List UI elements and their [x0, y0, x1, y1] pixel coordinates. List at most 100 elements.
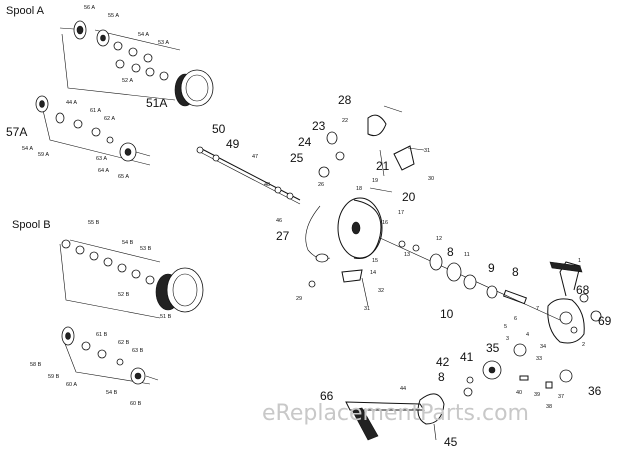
- label-13: 13: [404, 252, 410, 258]
- part-63a: [106, 136, 114, 144]
- label-55a: 55 A: [108, 13, 119, 19]
- part-8-mid: [486, 285, 498, 299]
- label-14: 14: [370, 270, 376, 276]
- label-17: 17: [398, 210, 404, 216]
- washer-b-6: [145, 275, 155, 285]
- label-63a: 63 A: [96, 156, 107, 162]
- spool-a-axis-line: [94, 29, 181, 51]
- label-24: 24: [298, 135, 312, 149]
- rotor-assembly-group: 50 49 47 48 46 28 22 23 24 25 26 21 19: [196, 93, 442, 312]
- part-7: [502, 289, 528, 305]
- part-35: [513, 343, 527, 357]
- label-59a: 59 A: [38, 152, 49, 158]
- label-30: 30: [428, 176, 434, 182]
- spool-51b: [155, 267, 204, 313]
- washer-b-3: [103, 257, 113, 267]
- label-62b: 62 B: [118, 340, 130, 346]
- label-7: 7: [536, 306, 539, 312]
- washer-a-1: [113, 41, 123, 51]
- label-55b: 55 B: [88, 220, 100, 226]
- label-42: 42: [436, 355, 450, 369]
- washer-b-5: [131, 269, 141, 279]
- label-33: 33: [536, 356, 542, 362]
- rotor-body: [337, 197, 383, 260]
- label-61a: 61 A: [90, 108, 101, 114]
- label-20: 20: [402, 190, 416, 204]
- label-12: 12: [436, 236, 442, 242]
- part-48: [274, 186, 282, 194]
- label-45: 45: [444, 435, 458, 449]
- label-39: 39: [534, 392, 540, 398]
- handle-group: 66 44 45: [320, 386, 458, 449]
- part-40: [519, 375, 529, 381]
- label-32: 32: [378, 288, 384, 294]
- screw-28: [383, 105, 403, 113]
- label-35: 35: [486, 341, 500, 355]
- washer-a-2: [128, 47, 138, 57]
- spool-a-lower-bracket: [41, 105, 151, 166]
- label-49: 49: [226, 137, 240, 151]
- washer-a-5: [131, 63, 141, 73]
- label-29: 29: [296, 296, 302, 302]
- part-50: [196, 146, 204, 154]
- label-3: 3: [506, 336, 509, 342]
- label-16: 16: [382, 220, 388, 226]
- label-38: 38: [546, 404, 552, 410]
- label-6: 6: [514, 316, 517, 322]
- part-36: [559, 369, 573, 383]
- label-31-lower: 31: [364, 306, 370, 312]
- part-42: [466, 376, 474, 384]
- label-8-mid: 8: [512, 265, 519, 279]
- label-69: 69: [598, 314, 612, 328]
- part-32: [341, 269, 363, 283]
- part-15: [412, 244, 420, 252]
- part-61b: [81, 341, 91, 351]
- part-20: [393, 145, 415, 171]
- label-46: 46: [276, 218, 282, 224]
- part-17: [369, 187, 393, 193]
- part-55b: [61, 239, 71, 249]
- part-62b: [97, 349, 107, 359]
- washer-b-2: [89, 251, 99, 261]
- part-66-handle-knob: [351, 407, 379, 441]
- label-23: 23: [312, 119, 326, 133]
- washer-a-7: [159, 71, 169, 81]
- label-53b: 53 B: [140, 246, 152, 252]
- label-54b: 54 B: [122, 240, 134, 246]
- label-4: 4: [526, 332, 529, 338]
- label-62a: 62 A: [104, 116, 115, 122]
- label-47: 47: [252, 154, 258, 160]
- label-51a: 51A: [146, 96, 167, 110]
- label-56a: 56 A: [84, 5, 95, 11]
- label-18: 18: [356, 186, 362, 192]
- part-23: [326, 131, 338, 145]
- part-58b: [61, 326, 75, 346]
- part-49: [212, 154, 220, 162]
- label-8-lower: 8: [438, 370, 445, 384]
- washer-b-4: [117, 263, 127, 273]
- label-48: 48: [264, 182, 270, 188]
- part-12: [315, 253, 329, 263]
- part-19-spring: [379, 149, 385, 177]
- label-52b: 52 B: [118, 292, 130, 298]
- label-63b: 63 B: [132, 348, 144, 354]
- screw-60b: [145, 375, 159, 381]
- spool-a-group: Spool A 56 A 55 A 54 A 53 A: [6, 5, 214, 180]
- part-24: [335, 151, 345, 161]
- part-66-handle-arm: [345, 401, 425, 411]
- part-61a: [73, 119, 83, 129]
- label-25: 25: [290, 151, 304, 165]
- label-5: 5: [504, 324, 507, 330]
- label-60b: 60 A: [66, 382, 77, 388]
- label-64a: 64 A: [98, 168, 109, 174]
- part-41-hub: [488, 366, 496, 374]
- label-10: 10: [440, 307, 454, 321]
- washer-a-3: [143, 53, 153, 63]
- part-55a: [96, 29, 110, 47]
- part-46: [286, 192, 294, 200]
- label-15: 15: [372, 258, 378, 264]
- label-54a-top: 54 A: [138, 32, 149, 38]
- label-31-upper: 31: [424, 148, 430, 154]
- label-68: 68: [576, 283, 590, 297]
